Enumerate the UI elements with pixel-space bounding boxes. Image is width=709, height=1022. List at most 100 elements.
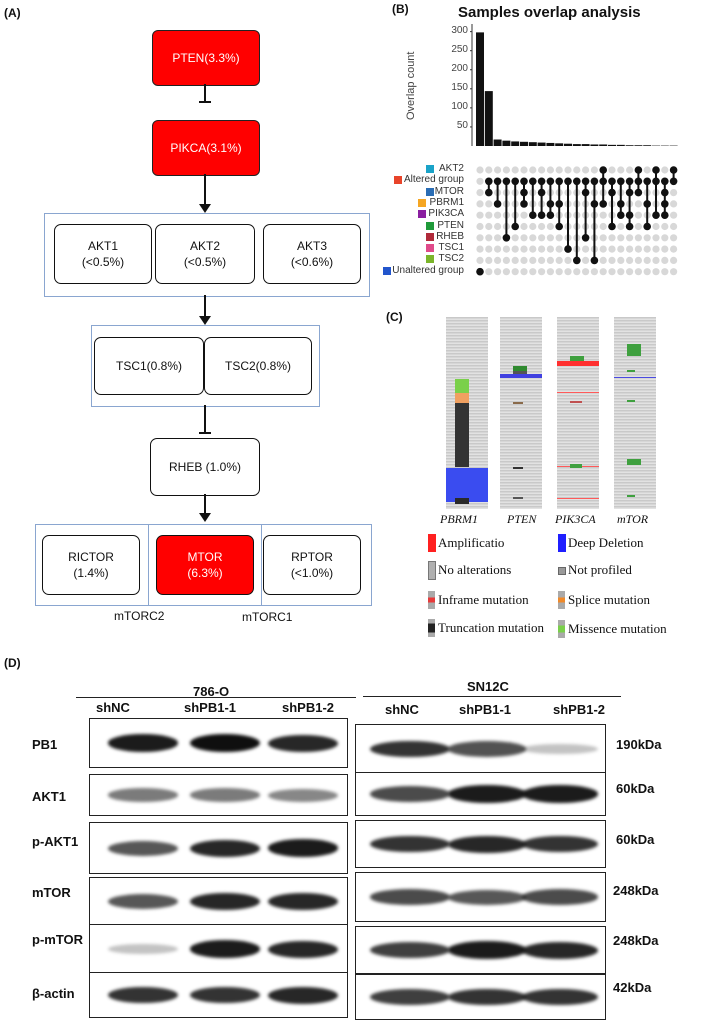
upset-set-swatch [426, 232, 434, 241]
blot-band [108, 943, 178, 955]
upset-matrix-dot [652, 268, 660, 276]
upset-matrix-active-dot [511, 222, 519, 231]
blot-kda-label: 248kDa [613, 933, 659, 948]
upset-title: Samples overlap analysis [458, 4, 641, 21]
akt3-pct: (<0.6%) [290, 255, 334, 269]
upset-matrix-dot [520, 166, 528, 174]
upset-matrix-active-dot [608, 188, 616, 197]
upset-matrix-active-dot [520, 177, 528, 186]
upset-matrix-active-dot [661, 200, 669, 208]
upset-matrix-dot [485, 200, 493, 208]
upset-matrix-dot [670, 189, 678, 197]
pten-truncation-mark-3 [513, 497, 523, 499]
upset-set-swatch [418, 210, 426, 219]
upset-matrix-active-dot [661, 211, 669, 219]
pik3ca-missense-mark-2 [570, 464, 582, 468]
rictor-name: RICTOR [68, 550, 114, 564]
upset-set-swatch [418, 198, 426, 207]
upset-bar [572, 144, 581, 146]
upset-matrix-dot [670, 268, 678, 276]
cell-sn12c-rule [363, 696, 621, 697]
upset-matrix-active-dot [599, 166, 607, 174]
blot-sn12c-mTOR [355, 872, 606, 922]
upset-matrix-dot [546, 245, 554, 253]
upset-matrix-dot [582, 166, 590, 174]
upset-matrix-active-dot [608, 177, 616, 186]
upset-matrix-dot [661, 245, 669, 253]
upset-matrix-dot [590, 268, 598, 276]
upset-matrix-dot [538, 245, 546, 253]
upset-matrix-active-dot [493, 200, 502, 208]
upset-y-tick-label: 150 [451, 81, 468, 93]
upset-matrix-active-dot [669, 166, 678, 174]
upset-matrix-active-dot [669, 177, 678, 186]
upset-matrix-dot [599, 256, 607, 264]
pikca-arrow-head [199, 204, 211, 213]
upset-matrix-active-dot [529, 211, 537, 219]
blot-band [370, 942, 450, 958]
upset-matrix-active-dot [599, 200, 607, 208]
pten-inframe-mark [513, 402, 523, 404]
upset-matrix-dot [494, 256, 502, 264]
blot-band [108, 734, 178, 752]
mtorc1-label: mTORC1 [242, 610, 293, 624]
legend-label: Amplificatio [438, 535, 505, 550]
blot-row-label: mTOR [32, 885, 71, 900]
upset-matrix-dot [494, 222, 502, 231]
blot-band [268, 734, 338, 752]
upset-bar [643, 145, 652, 146]
upset-set-swatch [426, 165, 434, 173]
upset-matrix-dot [494, 268, 502, 276]
rptor-pct: (<1.0%) [290, 566, 334, 580]
upset-matrix-dot [511, 245, 519, 253]
upset-matrix-active-dot [502, 177, 511, 186]
upset-matrix-dot [564, 166, 572, 174]
upset-matrix-dot [626, 245, 634, 253]
panel-c-label: (C) [386, 310, 403, 324]
upset-matrix-dot [573, 268, 581, 276]
lane-label-sn12c: shPB1-2 [553, 702, 606, 717]
upset-set-swatch [426, 255, 434, 264]
upset-bar [520, 141, 528, 146]
blot-kda-label: 60kDa [616, 832, 655, 847]
upset-matrix-dot [494, 245, 502, 253]
upset-matrix-active-dot [581, 234, 590, 242]
upset-matrix-active-dot [625, 188, 634, 197]
upset-matrix-active-dot [661, 177, 669, 186]
upset-matrix-dot [626, 268, 634, 276]
upset-matrix-active-dot [581, 177, 590, 186]
upset-matrix-dot [599, 268, 607, 276]
upset-bar [555, 143, 564, 146]
upset-matrix-dot [511, 256, 519, 264]
upset-matrix-active-dot [634, 166, 643, 174]
legend-label: No alterations [438, 562, 512, 577]
upset-set-swatch [426, 244, 434, 253]
upset-matrix-active-dot [502, 234, 511, 242]
upset-matrix-dot [546, 234, 554, 242]
pikca-arrow-line [204, 174, 206, 204]
blot-row-label: PB1 [32, 737, 58, 752]
blot-band [190, 788, 260, 802]
mtor-node: MTOR(6.3%) [156, 535, 254, 595]
pik3ca-missense-mark [570, 356, 584, 361]
upset-matrix-dot [652, 234, 660, 242]
upset-matrix-dot [476, 222, 484, 231]
blot-band [268, 788, 338, 802]
upset-matrix-dot [520, 234, 528, 242]
upset-bar [564, 143, 572, 146]
upset-matrix-dot [564, 256, 572, 264]
upset-matrix-dot [538, 256, 546, 264]
upset-matrix-active-dot [485, 188, 493, 197]
upset-matrix-active-dot [608, 222, 616, 231]
gene-name-PTEN: PTEN [507, 512, 537, 526]
akt2-pct: (<0.5%) [183, 255, 227, 269]
upset-matrix-dot [485, 268, 493, 276]
upset-matrix-dot [520, 256, 528, 264]
upset-matrix-dot [476, 189, 484, 197]
akt2-node: AKT2(<0.5%) [155, 224, 255, 284]
tsc-inhibit-line [204, 405, 206, 433]
lane-label-786o: shPB1-2 [282, 700, 335, 715]
blot-band [448, 741, 526, 757]
upset-bar [502, 140, 511, 146]
upset-matrix-dot [670, 211, 678, 219]
